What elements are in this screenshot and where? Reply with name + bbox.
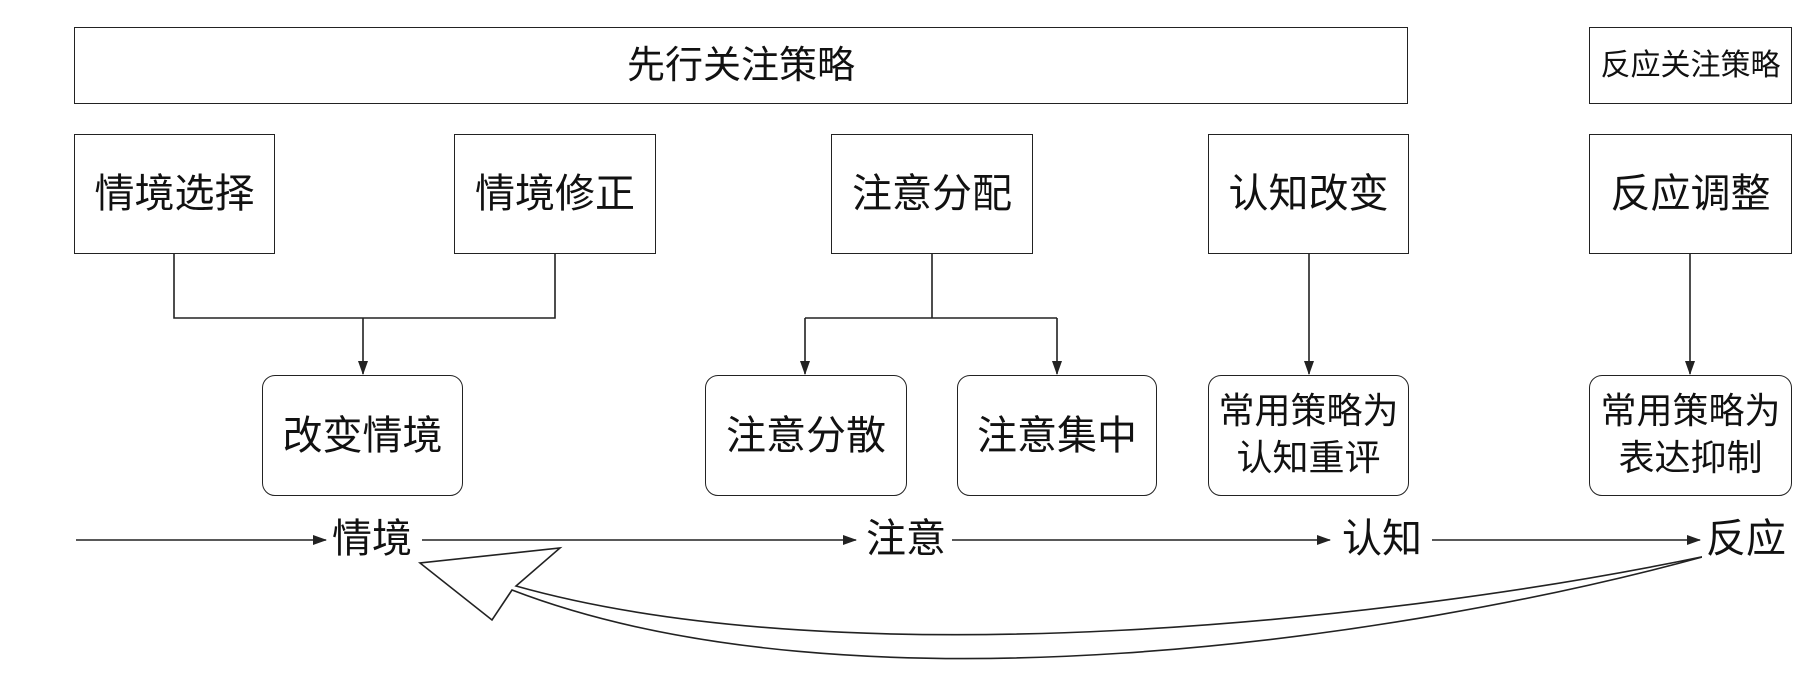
- concentration-box: 注意集中: [957, 375, 1157, 496]
- attention-deployment-box: 注意分配: [831, 134, 1033, 254]
- antecedent-focused-header: 先行关注策略: [74, 27, 1408, 104]
- reappraisal-line-2: 认知重评: [1236, 437, 1381, 479]
- reappraisal-box: 常用策略为 认知重评: [1208, 375, 1409, 496]
- suppression-line-1: 常用策略为: [1600, 390, 1781, 432]
- reappraisal-line-1: 常用策略为: [1218, 390, 1399, 432]
- response-modulation-box: 反应调整: [1589, 134, 1792, 254]
- cognitive-change-box: 认知改变: [1208, 134, 1409, 254]
- situation-modification-box: 情境修正: [454, 134, 656, 254]
- change-situation-box: 改变情境: [262, 375, 463, 496]
- response-focused-header: 反应关注策略: [1589, 27, 1792, 104]
- suppression-box: 常用策略为 表达抑制: [1589, 375, 1792, 496]
- stage-cognition: 认知: [1338, 519, 1426, 559]
- feedback-curved-arrow: [417, 546, 1707, 660]
- suppression-line-2: 表达抑制: [1618, 437, 1763, 479]
- distraction-box: 注意分散: [705, 375, 907, 496]
- connector-selection-modification: [173, 252, 556, 319]
- stage-response: 反应: [1702, 519, 1790, 559]
- stage-situation: 情境: [328, 519, 416, 559]
- stage-attention: 注意: [862, 519, 950, 559]
- situation-selection-box: 情境选择: [74, 134, 275, 254]
